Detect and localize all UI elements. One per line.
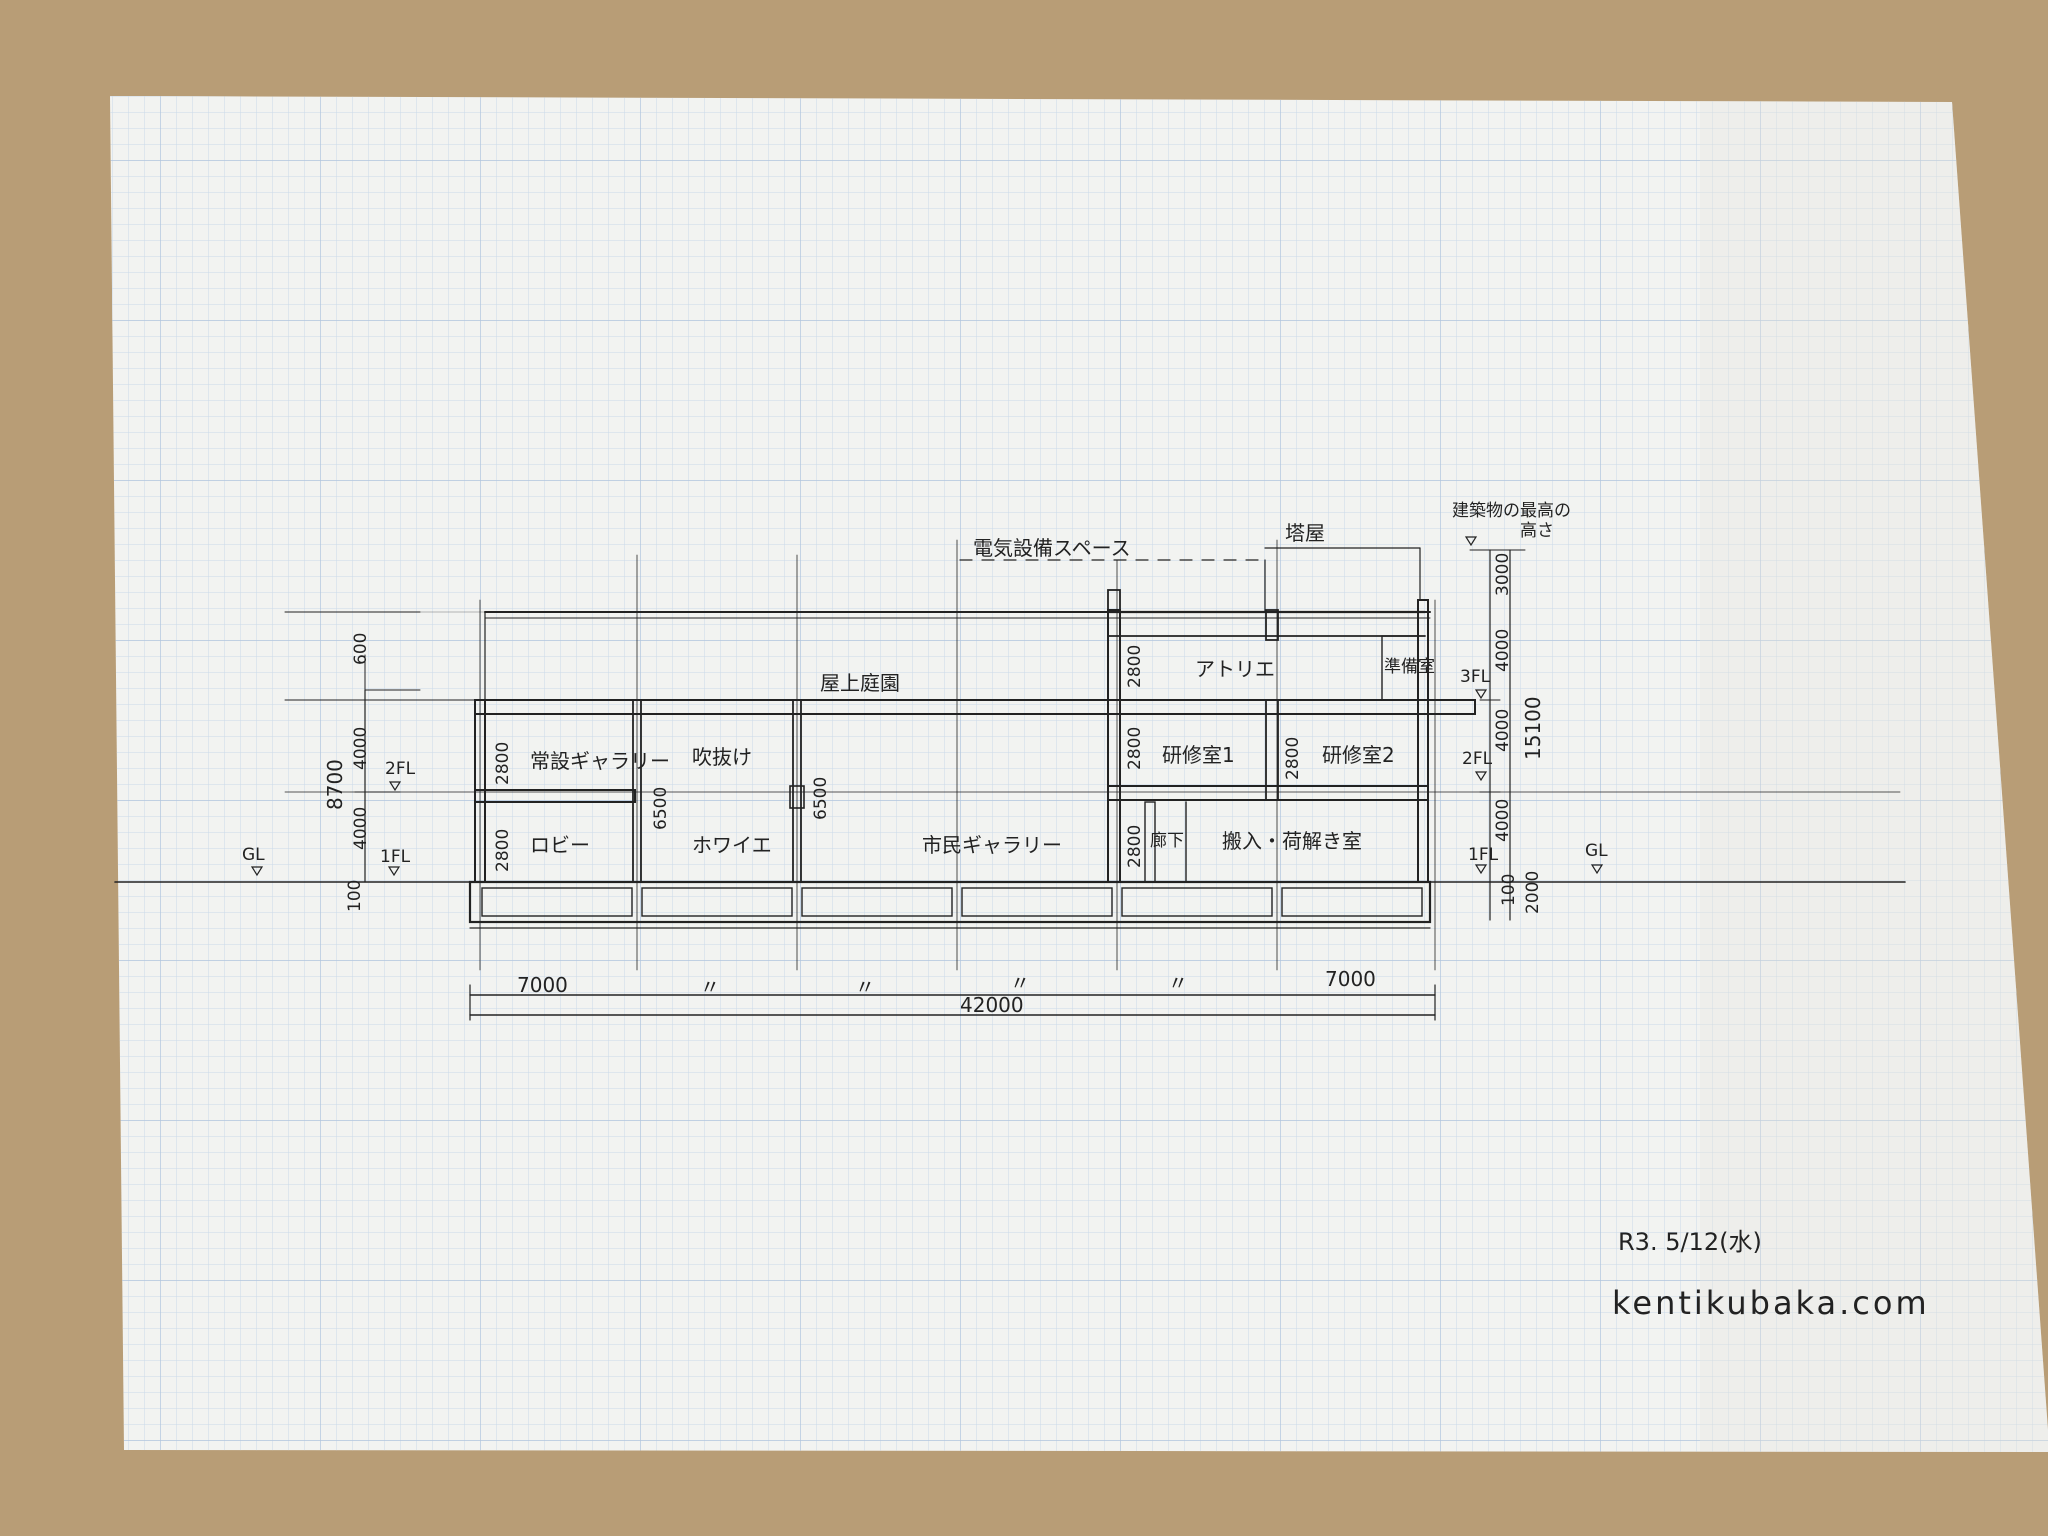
dim-ditto-1: 〃 bbox=[700, 975, 720, 999]
label-lobby: ロビー bbox=[530, 833, 590, 857]
dim-total-width: 42000 bbox=[960, 993, 1024, 1017]
level-2fl-right: 2FL bbox=[1462, 749, 1493, 769]
label-training-2: 研修室2 bbox=[1322, 743, 1395, 767]
dim-ditto-4: 〃 bbox=[1168, 971, 1188, 995]
dim-left-total-height: 8700 bbox=[323, 759, 347, 810]
dim-bay-right: 7000 bbox=[1325, 967, 1376, 991]
dim-room-1f-left: 2800 bbox=[493, 829, 513, 872]
label-atelier: アトリエ bbox=[1195, 657, 1275, 681]
drawing-labels: 電気設備スペース 塔屋 建築物の最高の 高さ 屋上庭園 アトリエ 準備室 常設ギ… bbox=[242, 501, 1930, 1322]
label-max-height-2: 高さ bbox=[1520, 521, 1554, 541]
dim-room-2f-right-b: 2800 bbox=[1283, 737, 1303, 780]
level-2fl-left: 2FL bbox=[385, 759, 416, 779]
dim-ditto-2: 〃 bbox=[855, 975, 875, 999]
label-training-1: 研修室1 bbox=[1162, 743, 1235, 767]
level-3fl-right: 3FL bbox=[1460, 667, 1491, 687]
label-foyer: ホワイエ bbox=[692, 833, 772, 857]
label-permanent-gallery: 常設ギャラリー bbox=[530, 749, 670, 773]
dim-foundation-left: 100 bbox=[345, 880, 365, 912]
label-atrium: 吹抜け bbox=[692, 745, 752, 769]
dim-atrium-left: 6500 bbox=[651, 787, 671, 830]
label-max-height-1: 建築物の最高の bbox=[1452, 501, 1571, 521]
level-1fl-left: 1FL bbox=[380, 847, 411, 867]
dim-right-floor-3: 4000 bbox=[1493, 629, 1513, 672]
level-gl-left: GL bbox=[242, 845, 265, 865]
dim-ditto-3: 〃 bbox=[1010, 971, 1030, 995]
dim-left-floor-lower: 4000 bbox=[351, 807, 371, 850]
level-1fl-right: 1FL bbox=[1468, 845, 1499, 865]
signature-site: kentikubaka.com bbox=[1612, 1284, 1930, 1322]
dim-penthouse-height: 3000 bbox=[1493, 553, 1513, 596]
section-drawing bbox=[114, 536, 1906, 1021]
label-rooftop-garden: 屋上庭園 bbox=[820, 671, 900, 695]
dim-left-floor-upper: 4000 bbox=[351, 727, 371, 770]
dim-room-1f-right: 2800 bbox=[1125, 825, 1145, 868]
dim-foundation-right-b: 2000 bbox=[1523, 871, 1543, 914]
dim-room-2f-left: 2800 bbox=[493, 742, 513, 785]
signature-date: R3. 5/12(水) bbox=[1618, 1228, 1762, 1256]
dim-atrium-center: 6500 bbox=[811, 777, 831, 820]
label-loading: 搬入・荷解き室 bbox=[1222, 829, 1362, 853]
label-citizen-gallery: 市民ギャラリー bbox=[922, 833, 1062, 857]
dim-right-floor-2: 4000 bbox=[1493, 709, 1513, 752]
dim-right-floor-1: 4000 bbox=[1493, 799, 1513, 842]
label-penthouse: 塔屋 bbox=[1285, 521, 1325, 545]
label-corridor: 廊下 bbox=[1150, 831, 1184, 851]
dim-room-2f-right-a: 2800 bbox=[1125, 727, 1145, 770]
dim-room-3f-right: 2800 bbox=[1125, 645, 1145, 688]
label-electrical-space: 電気設備スペース bbox=[973, 536, 1131, 560]
level-gl-right: GL bbox=[1585, 841, 1608, 861]
label-prep-room: 準備室 bbox=[1384, 657, 1435, 677]
dim-bay-left: 7000 bbox=[517, 973, 568, 997]
dim-parapet: 600 bbox=[351, 633, 371, 665]
dim-right-total-height: 15100 bbox=[1521, 696, 1545, 760]
dim-foundation-right-a: 100 bbox=[1499, 874, 1519, 906]
